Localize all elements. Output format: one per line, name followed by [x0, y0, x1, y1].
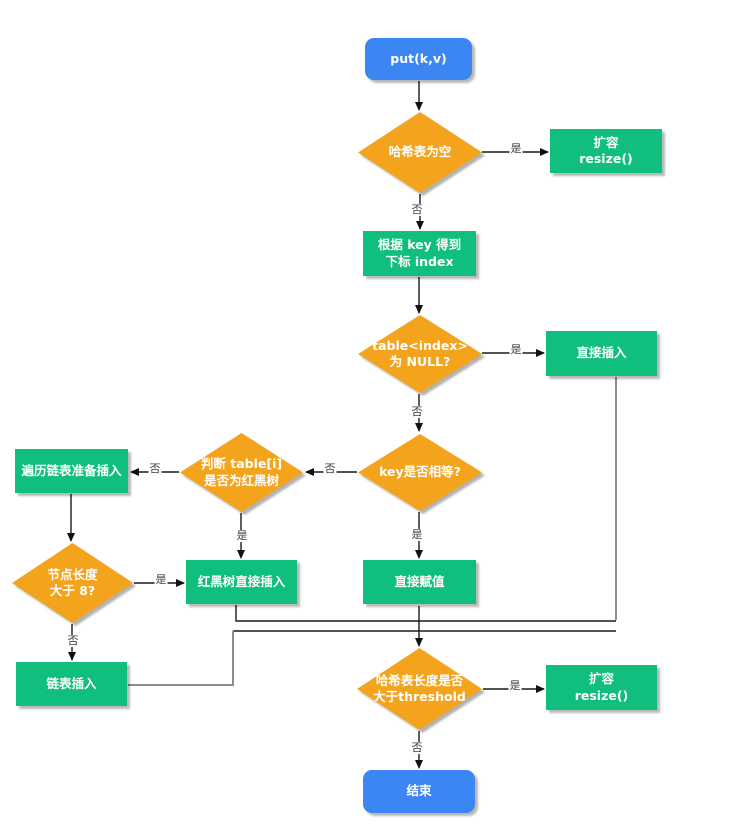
- edge-label-no: 否: [66, 633, 80, 648]
- node-label: 根据 key 得到: [377, 237, 462, 253]
- node-label: 遍历链表准备插入: [21, 462, 122, 478]
- node-label: 大于threshold: [373, 689, 466, 704]
- connector-rbtree-insert-merge: [235, 605, 616, 622]
- node-check-threshold: 哈希表长度是否 大于threshold: [357, 648, 482, 730]
- node-check-empty: 哈希表为空: [358, 112, 482, 193]
- node-calc-index: 根据 key 得到 下标 index: [363, 231, 476, 276]
- node-label: 下标 index: [385, 253, 454, 269]
- edge-label-yes: 是: [509, 342, 523, 357]
- node-label: resize(): [574, 687, 629, 703]
- edge-label-yes: 是: [508, 678, 522, 693]
- node-check-rbtree: 判断 table[i] 是否为红黑树: [180, 433, 303, 512]
- node-label: 大于 8?: [49, 583, 96, 598]
- node-label: 结束: [406, 783, 432, 799]
- node-label: 链表插入: [46, 675, 97, 691]
- node-label: 扩容: [593, 134, 619, 150]
- node-direct-insert: 直接插入: [546, 331, 657, 376]
- node-label: 是否为红黑树: [203, 472, 279, 488]
- node-check-null: table<index> 为 NULL?: [358, 315, 482, 393]
- node-traverse-list: 遍历链表准备插入: [15, 449, 128, 493]
- node-label: 哈希表长度是否: [375, 672, 464, 688]
- node-label: 节点长度: [47, 566, 98, 582]
- edge-label-yes: 是: [154, 572, 168, 587]
- node-check-length: 节点长度 大于 8?: [12, 543, 133, 623]
- node-label: 判断 table[i]: [200, 456, 283, 472]
- edge-label-yes: 是: [509, 141, 523, 156]
- edge-label-yes: 是: [410, 527, 424, 542]
- node-list-insert: 链表插入: [16, 662, 127, 706]
- node-label: key是否相等?: [379, 464, 461, 480]
- node-label: 为 NULL?: [389, 354, 451, 369]
- edge-label-no: 否: [410, 202, 424, 217]
- edge-label-yes: 是: [235, 528, 249, 543]
- node-label: table<index>: [372, 337, 468, 353]
- node-label: 直接插入: [576, 345, 627, 361]
- edge-label-no: 否: [148, 461, 162, 476]
- node-rbtree-insert: 红黑树直接插入: [186, 560, 297, 604]
- node-check-key-equal: key是否相等?: [358, 434, 482, 511]
- node-start: put(k,v): [365, 38, 472, 80]
- connector-list-insert-merge: [128, 631, 234, 686]
- edge-label-no: 否: [410, 740, 424, 755]
- edge-label-no: 否: [323, 461, 337, 476]
- node-label: put(k,v): [390, 50, 447, 66]
- node-direct-assign: 直接赋值: [363, 560, 476, 604]
- node-label: 扩容: [588, 671, 614, 687]
- node-resize-top: 扩容 resize(): [550, 129, 662, 173]
- node-label: 直接赋值: [394, 573, 445, 589]
- node-resize-bottom: 扩容 resize(): [546, 665, 657, 710]
- node-end: 结束: [363, 770, 475, 813]
- node-label: 哈希表为空: [388, 144, 452, 160]
- node-label: 红黑树直接插入: [197, 573, 286, 589]
- edge-label-no: 否: [410, 404, 424, 419]
- node-label: resize(): [579, 151, 633, 166]
